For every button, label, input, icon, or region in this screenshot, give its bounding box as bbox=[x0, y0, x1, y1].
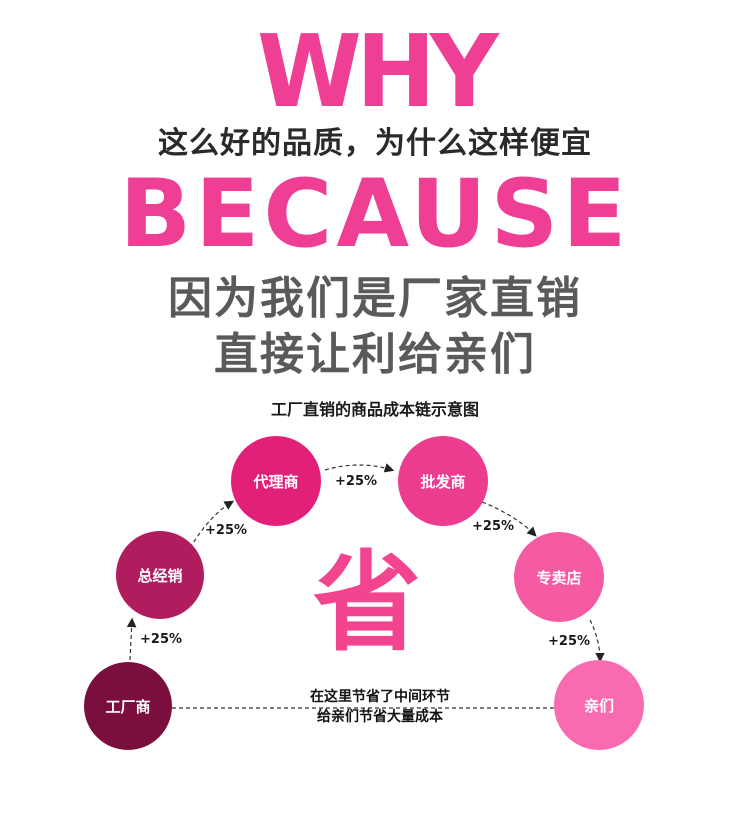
markup-label-2: +25% bbox=[205, 523, 248, 538]
answer-line-2: 直接让利给亲们 bbox=[214, 329, 536, 380]
arrow-general-to-agent bbox=[189, 500, 235, 549]
save-character: 省 bbox=[312, 541, 421, 666]
node-wholesaler: 批发商 bbox=[398, 436, 488, 526]
markup-label-5: +25% bbox=[548, 634, 591, 649]
markup-label-3: +25% bbox=[335, 474, 378, 489]
node-agent: 代理商 bbox=[231, 436, 321, 526]
savings-note-line-1: 在这里节省了中间环节 bbox=[310, 689, 450, 705]
because-heading: BECAUSE bbox=[119, 160, 631, 269]
node-factory: 工厂商 bbox=[84, 662, 172, 750]
answer-line-1: 因为我们是厂家直销 bbox=[168, 273, 582, 324]
node-store: 专卖店 bbox=[514, 532, 604, 622]
markup-label-1: +25% bbox=[140, 632, 183, 647]
arrow-agent-to-wholesale bbox=[324, 463, 395, 473]
savings-note-line-2: 给亲们节省大量成本 bbox=[317, 709, 443, 725]
why-heading: WHY bbox=[257, 13, 499, 130]
arrow-wholesale-to-store bbox=[481, 501, 537, 537]
arrow-store-to-customer bbox=[589, 619, 605, 663]
node-customer: 亲们 bbox=[554, 660, 644, 750]
node-general-distributor: 总经销 bbox=[116, 531, 204, 619]
diagram-title: 工厂直销的商品成本链示意图 bbox=[270, 400, 479, 419]
question-text: 这么好的品质，为什么这样便宜 bbox=[158, 126, 592, 161]
markup-label-4: +25% bbox=[472, 519, 515, 534]
arrow-factory-to-general bbox=[126, 617, 137, 661]
